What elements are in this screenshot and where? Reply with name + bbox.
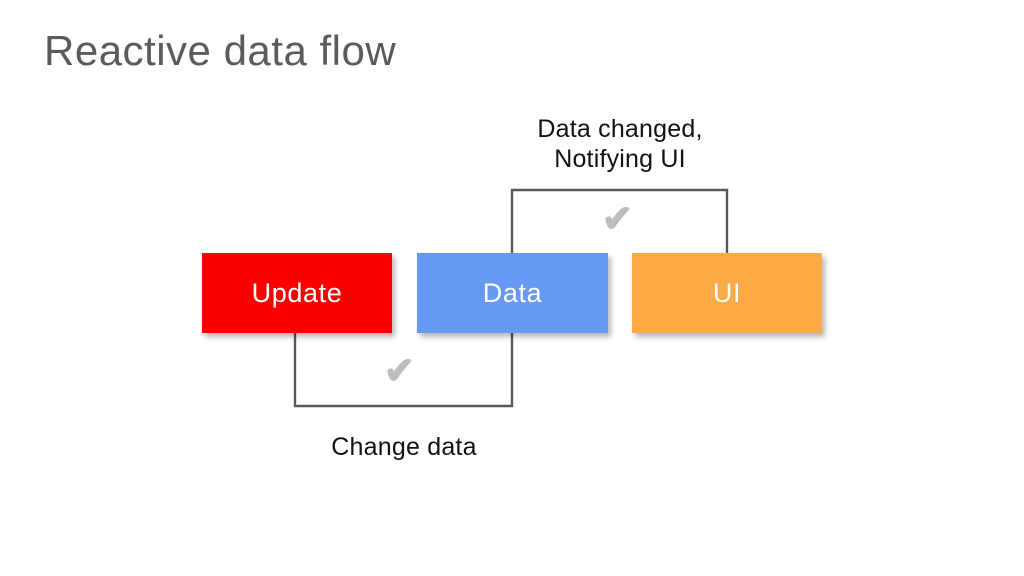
page-title: Reactive data flow	[44, 27, 397, 74]
edge-label-change-data: Change data	[331, 433, 477, 461]
node-ui[interactable]: UI	[632, 253, 822, 333]
check-icon: ✔	[383, 350, 415, 392]
edge-label-data-changed: Data changed, Notifying UI	[537, 115, 703, 173]
node-data[interactable]: Data	[417, 253, 608, 333]
node-update[interactable]: Update	[202, 253, 392, 333]
node-data-label: Data	[482, 277, 543, 308]
node-ui-label: UI	[712, 277, 742, 308]
node-update-label: Update	[251, 277, 343, 308]
check-icon: ✔	[601, 198, 633, 240]
